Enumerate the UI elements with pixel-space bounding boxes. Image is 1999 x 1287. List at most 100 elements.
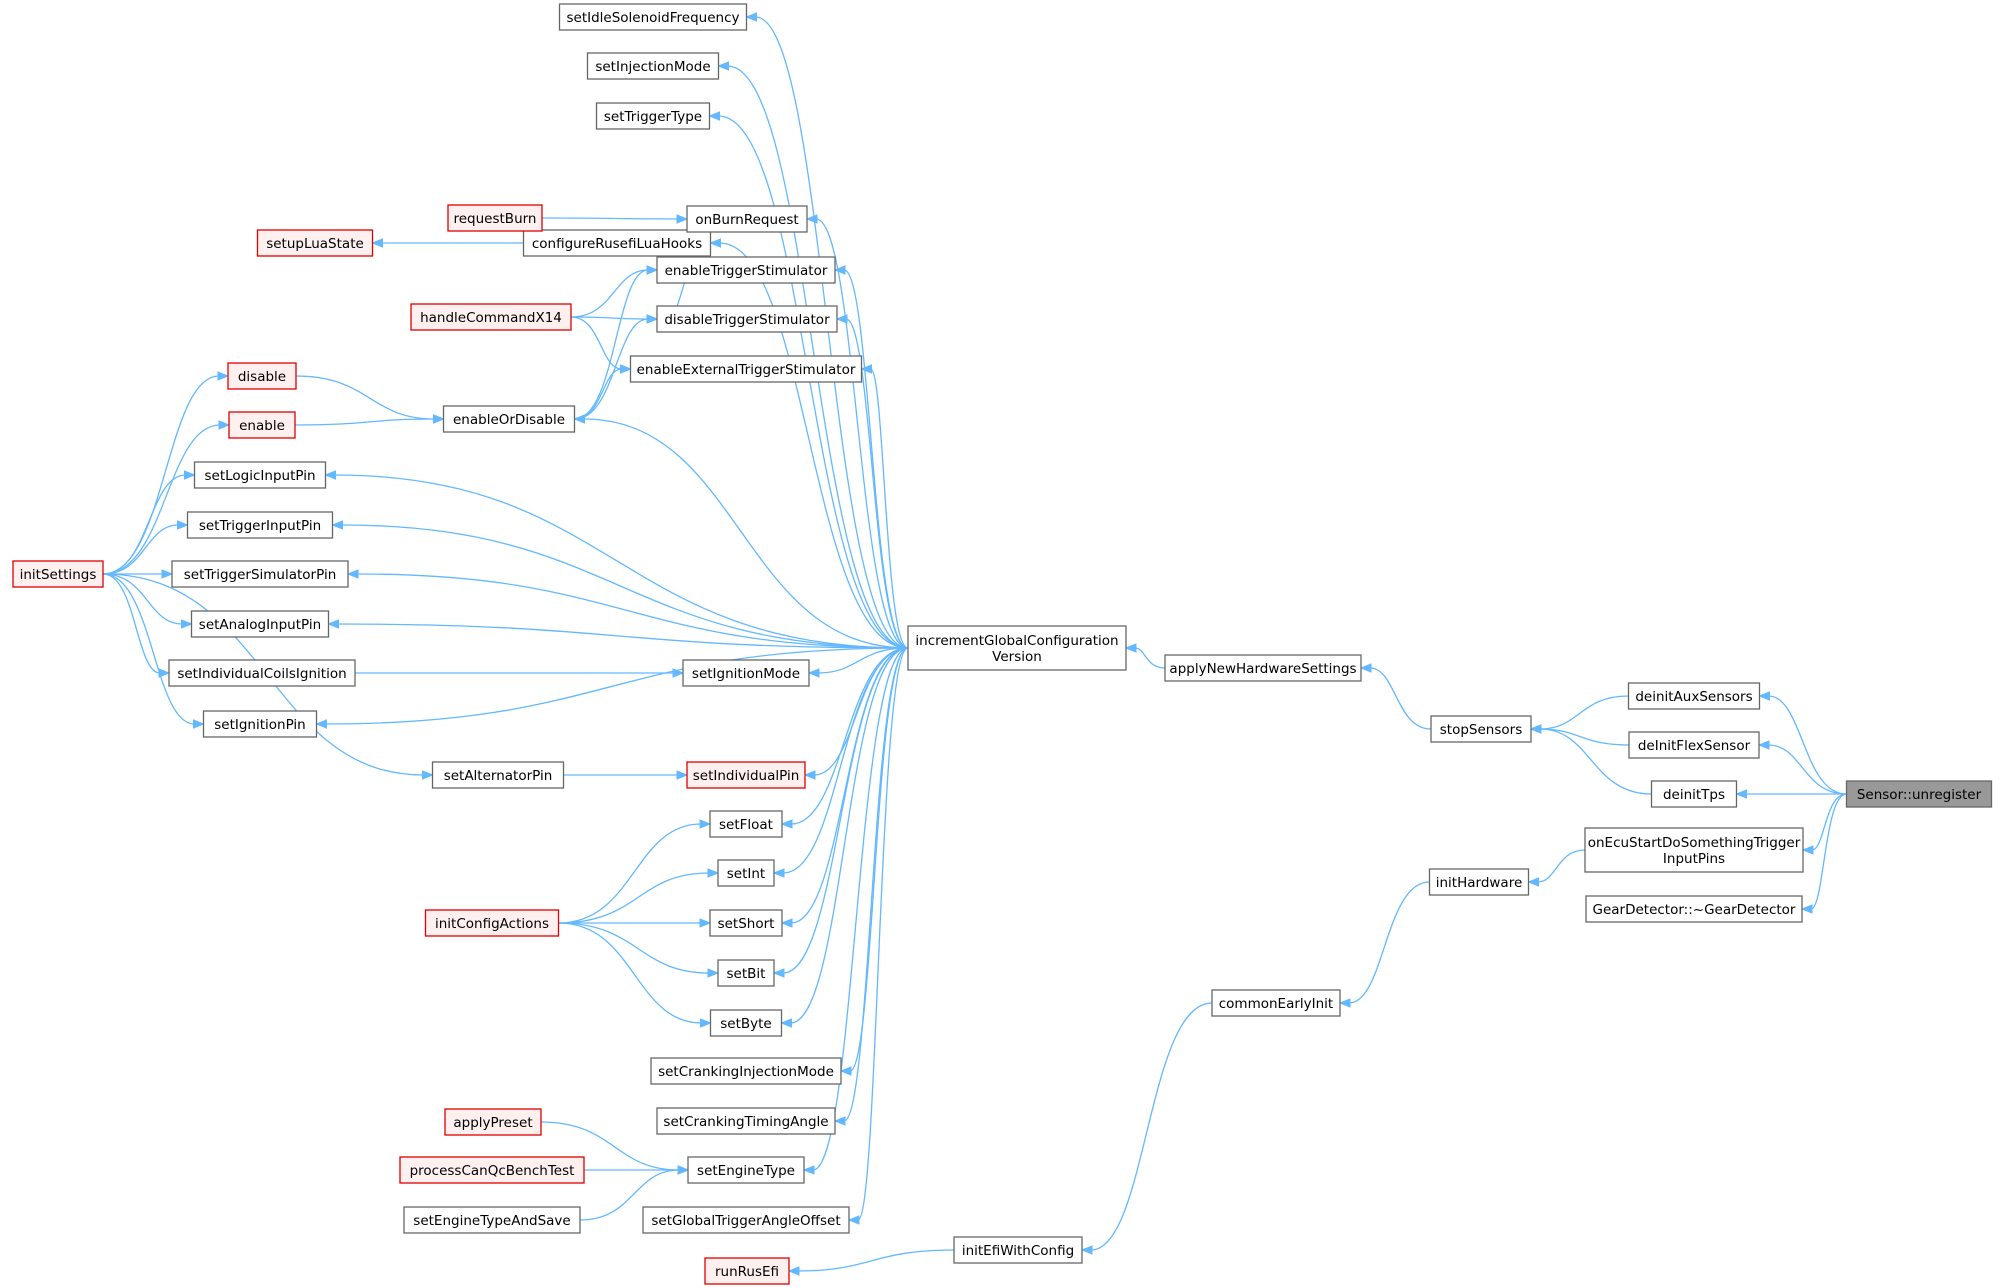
- node-setShort[interactable]: setShort: [709, 909, 783, 937]
- node-label: onEcuStartDoSomethingTrigger: [1588, 835, 1801, 851]
- node-box: [522, 229, 712, 257]
- node-label: setLogicInputPin: [204, 468, 315, 484]
- edge-arrowhead: [1735, 789, 1747, 799]
- edge-arrowhead: [1338, 998, 1351, 1008]
- edge-arrowhead: [803, 770, 816, 780]
- node-requestBurn[interactable]: requestBurn: [447, 204, 543, 232]
- node-setIndividualCoilsIgnition[interactable]: setIndividualCoilsIgnition: [168, 659, 356, 687]
- node-label: initSettings: [20, 567, 97, 583]
- node-label: enableOrDisable: [453, 412, 565, 428]
- node-stopSensors[interactable]: stopSensors: [1430, 715, 1532, 743]
- edge-arrowhead: [833, 265, 846, 275]
- node-box: [629, 355, 863, 383]
- node-label: setEngineTypeAndSave: [413, 1213, 570, 1229]
- node-setIdleSolenoidFrequency[interactable]: setIdleSolenoidFrequency: [558, 3, 748, 31]
- node-setIndividualPin[interactable]: setIndividualPin: [686, 761, 806, 789]
- node-setInt[interactable]: setInt: [717, 859, 775, 887]
- edge-arrowhead: [646, 314, 659, 324]
- node-deinitAuxSensors[interactable]: deinitAuxSensors: [1627, 682, 1761, 710]
- edge-initSettings-enable: [102, 424, 221, 575]
- edge-initSettings-setIgnitionPin: [102, 573, 195, 725]
- node-onBurnRequest[interactable]: onBurnRequest: [686, 205, 808, 233]
- node-SensorUnregister[interactable]: Sensor::unregister: [1845, 780, 1993, 808]
- node-initConfigActions[interactable]: initConfigActions: [424, 909, 560, 937]
- edge-incrementGlobalConfigurationVersion-setTriggerSimulatorPin: [356, 573, 909, 649]
- edge-arrowhead: [707, 968, 720, 978]
- node-setByte[interactable]: setByte: [709, 1009, 783, 1037]
- node-enable[interactable]: enable: [228, 411, 296, 439]
- node-initHardware[interactable]: initHardware: [1428, 868, 1530, 896]
- node-setTriggerSimulatorPin[interactable]: setTriggerSimulatorPin: [171, 560, 349, 588]
- node-enableExternalTriggerStimulator[interactable]: enableExternalTriggerStimulator: [629, 355, 863, 383]
- node-processCanQcBenchTest[interactable]: processCanQcBenchTest: [399, 1156, 585, 1184]
- node-box: [424, 909, 560, 937]
- node-box: [687, 1156, 805, 1184]
- node-disable[interactable]: disable: [227, 362, 297, 390]
- node-label: setFloat: [719, 817, 773, 833]
- edge-arrowhead: [217, 371, 230, 381]
- node-setLogicInputPin[interactable]: setLogicInputPin: [193, 461, 327, 489]
- edge-arrowhead: [315, 719, 327, 729]
- node-setGlobalTriggerAngleOffset[interactable]: setGlobalTriggerAngleOffset: [642, 1206, 850, 1234]
- node-setIgnitionPin[interactable]: setIgnitionPin: [202, 710, 318, 738]
- edge-arrowhead: [620, 364, 632, 374]
- edge-incrementGlobalConfigurationVersion-setIgnitionPin: [325, 647, 909, 725]
- edge-arrowhead: [433, 414, 445, 424]
- edge-arrowhead: [1800, 904, 1813, 914]
- edge-arrowhead: [181, 619, 193, 629]
- node-commonEarlyInit[interactable]: commonEarlyInit: [1211, 989, 1341, 1017]
- node-box: [256, 229, 374, 257]
- edge-arrowhead: [1529, 724, 1542, 734]
- node-enableTriggerStimulator[interactable]: enableTriggerStimulator: [656, 256, 836, 284]
- node-setupLuaState[interactable]: setupLuaState: [256, 229, 374, 257]
- node-setAnalogInputPin[interactable]: setAnalogInputPin: [190, 610, 330, 638]
- node-box: [656, 305, 838, 333]
- node-setTriggerType[interactable]: setTriggerType: [595, 102, 711, 130]
- node-enableOrDisable[interactable]: enableOrDisable: [442, 405, 576, 433]
- node-setBit[interactable]: setBit: [717, 959, 775, 987]
- node-applyPreset[interactable]: applyPreset: [444, 1108, 542, 1136]
- node-label: enableExternalTriggerStimulator: [637, 362, 856, 378]
- node-runRusEfi[interactable]: runRusEfi: [704, 1257, 790, 1285]
- edge-incrementGlobalConfigurationVersion-enableExternalTriggerStimulator: [869, 368, 909, 649]
- node-setFloat[interactable]: setFloat: [709, 810, 783, 838]
- edge-arrowhead: [1801, 845, 1814, 855]
- edge-incrementGlobalConfigurationVersion-setInt: [782, 647, 909, 874]
- node-setTriggerInputPin[interactable]: setTriggerInputPin: [186, 511, 334, 539]
- node-box: [228, 411, 296, 439]
- node-GearDetectorDtor[interactable]: GearDetector::~GearDetector: [1585, 895, 1803, 923]
- node-initEfiWithConfig[interactable]: initEfiWithConfig: [953, 1236, 1083, 1264]
- node-configureRusefiLuaHooks[interactable]: configureRusefiLuaHooks: [522, 229, 712, 257]
- edge-initEfiWithConfig-runRusEfi: [797, 1249, 955, 1272]
- edge-arrowhead: [787, 1266, 800, 1276]
- node-deInitFlexSensor[interactable]: deInitFlexSensor: [1628, 731, 1760, 759]
- node-box: [1627, 682, 1761, 710]
- edge-incrementGlobalConfigurationVersion-disableTriggerStimulator: [845, 318, 909, 649]
- node-setIgnitionMode[interactable]: setIgnitionMode: [682, 659, 810, 687]
- node-setCrankingTimingAngle[interactable]: setCrankingTimingAngle: [656, 1107, 836, 1135]
- node-setInjectionMode[interactable]: setInjectionMode: [586, 52, 720, 80]
- node-setAlternatorPin[interactable]: setAlternatorPin: [431, 761, 565, 789]
- edge-arrowhead: [708, 111, 720, 121]
- edge-handleCommandX14-enableExternalTriggerStimulator: [570, 316, 622, 370]
- node-box: [558, 3, 748, 31]
- node-label: setupLuaState: [266, 236, 364, 252]
- edge-incrementGlobalConfigurationVersion-setBit: [782, 647, 909, 974]
- node-label: setIgnitionMode: [692, 666, 800, 682]
- node-setEngineTypeAndSave[interactable]: setEngineTypeAndSave: [403, 1206, 581, 1234]
- node-deinitTps[interactable]: deinitTps: [1650, 780, 1738, 808]
- node-label: deInitFlexSensor: [1638, 738, 1751, 754]
- node-initSettings[interactable]: initSettings: [12, 560, 104, 588]
- node-applyNewHardwareSettings[interactable]: applyNewHardwareSettings: [1164, 654, 1362, 682]
- node-label: incrementGlobalConfiguration: [915, 633, 1118, 649]
- node-disableTriggerStimulator[interactable]: disableTriggerStimulator: [656, 305, 838, 333]
- edge-incrementGlobalConfigurationVersion-setShort: [790, 647, 909, 924]
- node-setEngineType[interactable]: setEngineType: [687, 1156, 805, 1184]
- node-label: setBit: [727, 966, 766, 982]
- node-box: [709, 810, 783, 838]
- node-label: deinitAuxSensors: [1635, 689, 1752, 705]
- node-setCrankingInjectionMode[interactable]: setCrankingInjectionMode: [650, 1057, 842, 1085]
- node-handleCommandX14[interactable]: handleCommandX14: [410, 303, 572, 331]
